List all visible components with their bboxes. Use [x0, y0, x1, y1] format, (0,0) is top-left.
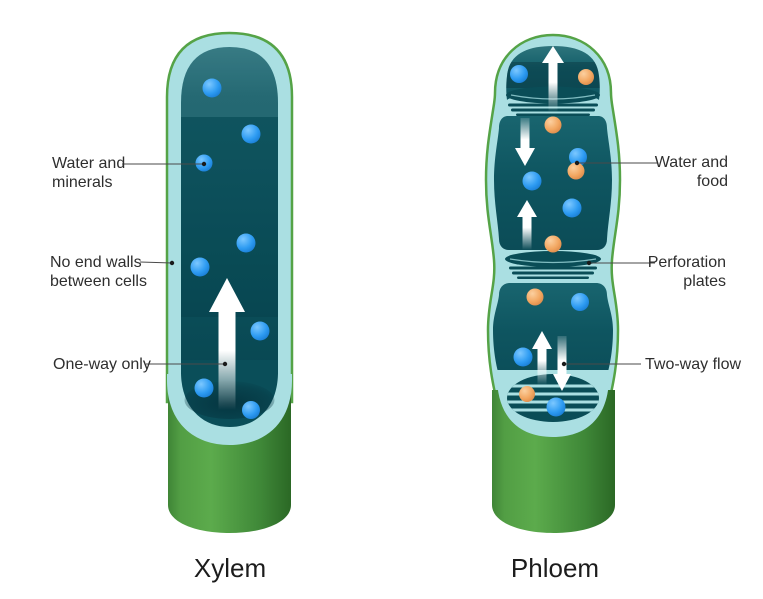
- xylem-water-particles: [190, 78, 270, 419]
- water-particle: [513, 347, 533, 367]
- up-arrow-icon: [542, 46, 564, 112]
- water-particle: [241, 124, 261, 144]
- label-line: One-way only: [53, 356, 151, 373]
- label-one-way-only: One-way only: [53, 355, 151, 374]
- food-particle: [544, 235, 562, 253]
- up-arrow-icon: [209, 278, 245, 410]
- up-arrow-icon: [517, 200, 537, 250]
- water-particle: [236, 233, 256, 253]
- label-line: Water and: [654, 154, 728, 171]
- water-particle: [250, 321, 270, 341]
- water-particle: [569, 148, 587, 166]
- label-perforation-plates: Perforation plates: [648, 253, 726, 291]
- food-particle: [544, 116, 562, 134]
- phloem-segment-middle: [494, 116, 612, 250]
- food-particle: [578, 69, 594, 85]
- food-particle: [567, 162, 585, 180]
- up-arrow-icon: [532, 331, 552, 385]
- down-arrow-icon: [515, 118, 535, 166]
- xylem-title: Xylem: [193, 553, 267, 583]
- label-water-minerals: Water and minerals: [52, 154, 125, 192]
- water-particle: [562, 198, 582, 218]
- label-no-end-walls: No end walls between cells: [50, 253, 147, 291]
- label-line: No end walls: [50, 254, 142, 271]
- xylem-interior-highlight: [181, 47, 278, 117]
- leader-dots: [169, 160, 592, 367]
- water-particle: [510, 65, 528, 83]
- label-line: Two-way flow: [645, 356, 742, 373]
- phloem-particles: [510, 65, 594, 417]
- label-line: plates: [683, 273, 726, 290]
- label-line: food: [696, 173, 728, 190]
- leader-dot: [201, 161, 207, 167]
- water-particle: [194, 378, 214, 398]
- label-two-way-flow: Two-way flow: [645, 355, 741, 374]
- leader-dot: [169, 260, 175, 266]
- label-water-food: Water and food: [655, 153, 728, 191]
- leader-dot: [586, 260, 592, 266]
- leader-dot: [561, 361, 567, 367]
- label-line: Water and: [52, 155, 126, 172]
- leader-dot: [222, 361, 228, 367]
- xylem-tube: [165, 31, 294, 533]
- label-line: between cells: [50, 273, 147, 290]
- phloem-tube: [484, 33, 622, 533]
- water-particle: [546, 397, 566, 417]
- water-particle: [522, 171, 542, 191]
- food-particle: [526, 288, 544, 306]
- perforation-plate: [505, 251, 601, 279]
- label-line: minerals: [52, 174, 113, 191]
- label-line: Perforation: [647, 254, 726, 271]
- phloem-title: Phloem: [510, 553, 600, 583]
- food-particle: [519, 386, 535, 402]
- water-particle: [202, 78, 222, 98]
- leader-lines: [122, 162, 657, 365]
- leader-dot: [574, 160, 580, 166]
- water-particle: [242, 401, 260, 419]
- water-particle: [571, 293, 589, 311]
- water-particle: [190, 257, 210, 277]
